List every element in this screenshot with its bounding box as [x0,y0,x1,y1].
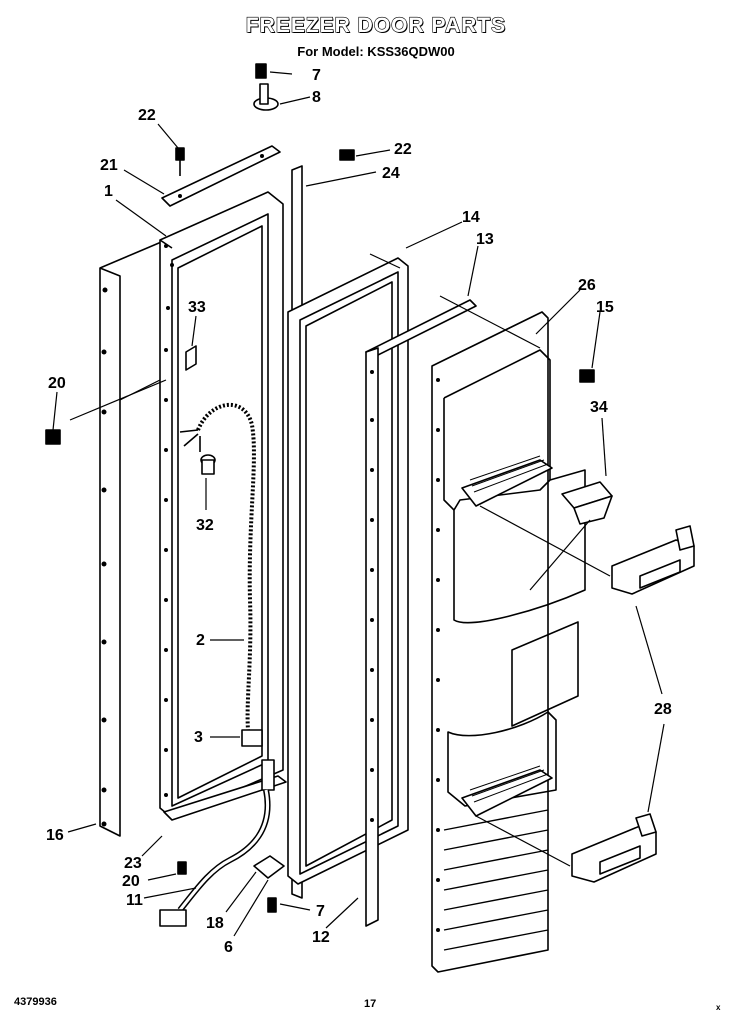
leader-lines [52,71,665,937]
callout-14: 14 [462,209,480,226]
callout-13: 13 [476,231,494,248]
part-2-wire-harness [179,403,256,731]
callout-8: 8 [312,89,321,106]
callout-6: 6 [224,939,233,956]
part-8-hinge-pin [253,83,279,111]
callout-32: 32 [196,517,214,534]
page-number: 17 [364,998,377,1010]
callout-7-top: 7 [312,67,321,84]
callout-24: 24 [382,165,400,182]
callout-33: 33 [188,299,206,316]
model-subtitle: For Model: KSS36QDW00 [297,44,455,59]
part-14-door-gasket [287,257,409,885]
part-21-hinge-bracket [161,145,281,207]
part-7-screw-top [255,63,267,79]
part-7-screw-bottom [267,897,277,913]
document-number: 4379936 [14,996,57,1008]
callout-26: 26 [578,277,596,294]
callout-15: 15 [596,299,614,316]
part-32-connector [200,454,216,475]
callout-22-right: 22 [394,141,412,158]
part-16-side-panel [99,239,167,837]
callout-3: 3 [194,729,203,746]
corner-mark: x [716,1003,721,1012]
callout-11: 11 [126,892,143,909]
callout-labels: 7 8 22 21 1 33 20 32 2 3 16 23 20 11 18 … [46,67,672,956]
part-28-shelf-upper [611,525,695,595]
callout-20-left: 20 [48,375,66,392]
callout-12: 12 [312,929,330,946]
diagram-title: FREEZER DOOR PARTS [245,13,507,37]
part-20-screw-left [45,429,61,445]
callout-28: 28 [654,701,672,718]
part-34-cup [561,481,613,525]
part-28-shelf-lower [571,813,657,883]
callout-21: 21 [100,157,118,174]
part-18-bottom-hinge [253,855,285,879]
part-15-screw [579,369,595,383]
part-26-door-liner [431,311,586,973]
callout-7-bottom: 7 [316,903,325,920]
part-22-screw-left [175,147,185,176]
part-3-grommet [241,729,263,747]
part-1-door-frame [159,191,284,819]
part-33-clip [185,345,197,371]
part-23-bottom-bracket [163,775,287,821]
callout-22-left: 22 [138,107,156,124]
part-22-screw-right [339,149,355,161]
callout-23: 23 [124,855,142,872]
part-21-holes [178,154,264,198]
callout-2: 2 [196,632,205,649]
callout-16: 16 [46,827,64,844]
part-12-breaker-strip [365,347,379,927]
callout-1: 1 [104,183,113,200]
callout-34: 34 [590,399,608,416]
part-11-water-tube [159,759,275,927]
callout-20-bottom: 20 [122,873,140,890]
part-20-screw-bottom [177,861,187,875]
callout-18: 18 [206,915,224,932]
